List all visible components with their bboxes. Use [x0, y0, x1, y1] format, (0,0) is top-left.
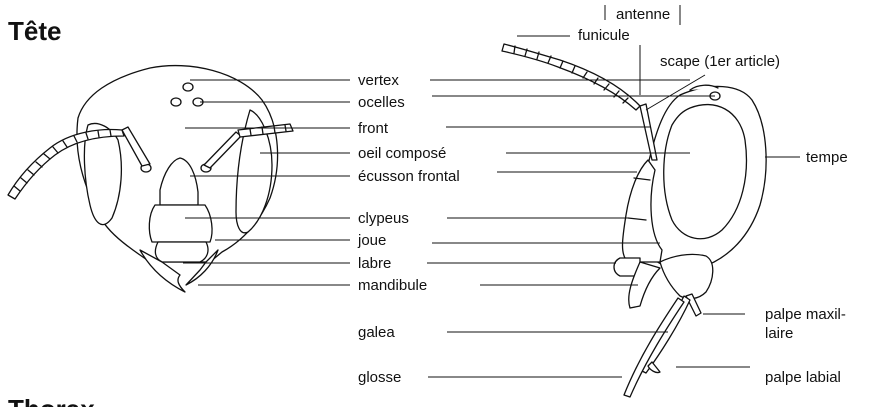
labrum-shape	[155, 242, 208, 262]
label-joue: joue	[357, 232, 386, 249]
label-mandibule: mandibule	[358, 277, 427, 294]
label-funicule: funicule	[578, 27, 630, 44]
label-tempe: tempe	[806, 149, 848, 166]
section-heading-tete: Tête	[8, 16, 61, 46]
clypeus-shape	[149, 205, 212, 242]
frontal-head-drawing	[8, 66, 293, 292]
label-vertex: vertex	[358, 72, 399, 89]
label-palpe-maxillaire-line2: laire	[765, 325, 793, 342]
label-labre: labre	[358, 255, 391, 272]
section-heading-thorax: Thorax	[8, 394, 95, 407]
label-glosse: glosse	[358, 369, 401, 386]
label-clypeus: clypeus	[358, 210, 409, 227]
ocellus-left	[171, 98, 181, 106]
label-oeil-compose: oeil composé	[358, 145, 446, 162]
label-palpe-labial: palpe labial	[765, 369, 841, 386]
lateral-head-drawing	[502, 44, 766, 397]
label-scape: scape (1er article)	[660, 53, 780, 70]
labels: antenne funicule scape (1er article) ver…	[357, 6, 848, 386]
label-palpe-maxillaire-line1: palpe maxil-	[765, 306, 846, 323]
label-front: front	[358, 120, 389, 137]
label-galea: galea	[358, 324, 395, 341]
label-antenne: antenne	[616, 6, 670, 23]
ocellus-top	[183, 83, 193, 91]
label-ecusson-frontal: écusson frontal	[358, 168, 460, 185]
label-ocelles: ocelles	[358, 94, 405, 111]
